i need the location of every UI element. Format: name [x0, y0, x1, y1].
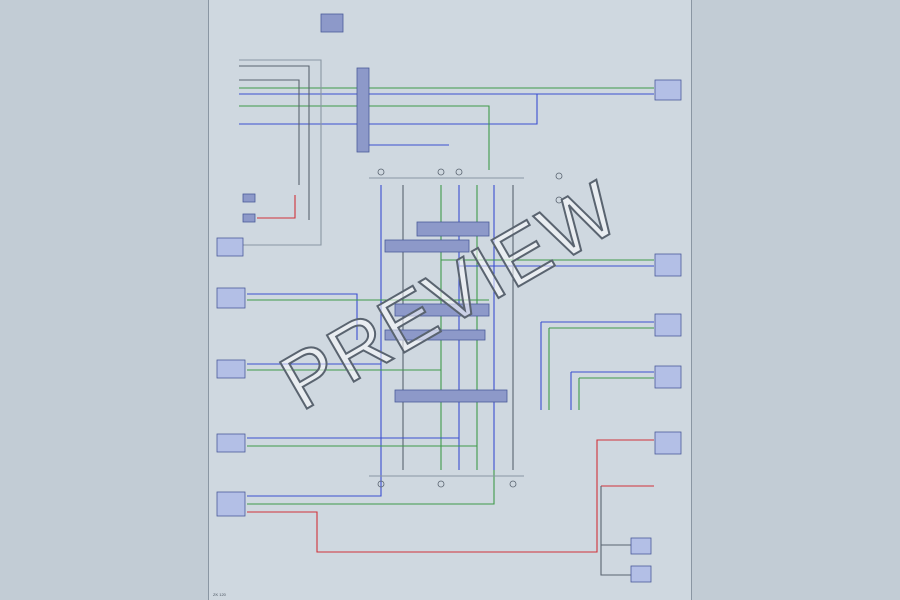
connector-center-3	[394, 303, 490, 317]
wire-green-top-4	[239, 105, 490, 170]
page-id: ZK 120	[213, 592, 226, 597]
wiring-diagram	[216, 13, 682, 583]
connector-center-5	[394, 389, 508, 403]
component-right-2	[654, 253, 682, 277]
wiring-diagram-sheet: ZK 120	[208, 0, 692, 600]
connector-center-4	[384, 329, 486, 341]
wire-blue-left-1	[247, 293, 358, 340]
component-bottom-right-2	[630, 565, 652, 583]
reference-circle-6	[509, 480, 517, 488]
wire-blue-right-5	[570, 371, 654, 410]
connector-left-small-2	[242, 213, 256, 223]
connector-top-fuse	[320, 13, 344, 33]
wire-gray-right-bottom	[600, 486, 631, 576]
wire-green-right-4	[548, 327, 654, 410]
component-right-5	[654, 431, 682, 455]
connector-top-vertical	[356, 67, 370, 153]
connector-center-2	[384, 239, 470, 253]
component-right-1	[654, 79, 682, 101]
wire-blue-left-7	[247, 470, 382, 497]
reference-circle-2	[437, 168, 445, 176]
component-right-4	[654, 365, 682, 389]
reference-circle-8	[555, 196, 563, 204]
component-left-3	[216, 359, 246, 379]
component-left-5	[216, 491, 246, 517]
component-left-4	[216, 433, 246, 453]
wire-green-left-8	[247, 470, 495, 505]
reference-circle-4	[377, 480, 385, 488]
reference-circle-5	[437, 480, 445, 488]
component-right-3	[654, 313, 682, 337]
component-left-1	[216, 237, 244, 257]
wire-blue-right-3	[540, 321, 654, 410]
component-bottom-right-1	[630, 537, 652, 555]
wire-gray-top-6	[239, 65, 310, 220]
reference-circle-3	[455, 168, 463, 176]
component-left-2	[216, 287, 246, 309]
wire-red-left	[257, 195, 296, 219]
reference-circle-7	[555, 172, 563, 180]
connector-left-small-1	[242, 193, 256, 203]
connector-center-1	[416, 221, 490, 237]
wire-gray-top-7	[239, 79, 300, 185]
wire-blue-top-3	[239, 94, 538, 125]
wire-gray-top-5	[219, 59, 322, 246]
reference-circle-1	[377, 168, 385, 176]
wire-green-right-6	[578, 377, 654, 410]
